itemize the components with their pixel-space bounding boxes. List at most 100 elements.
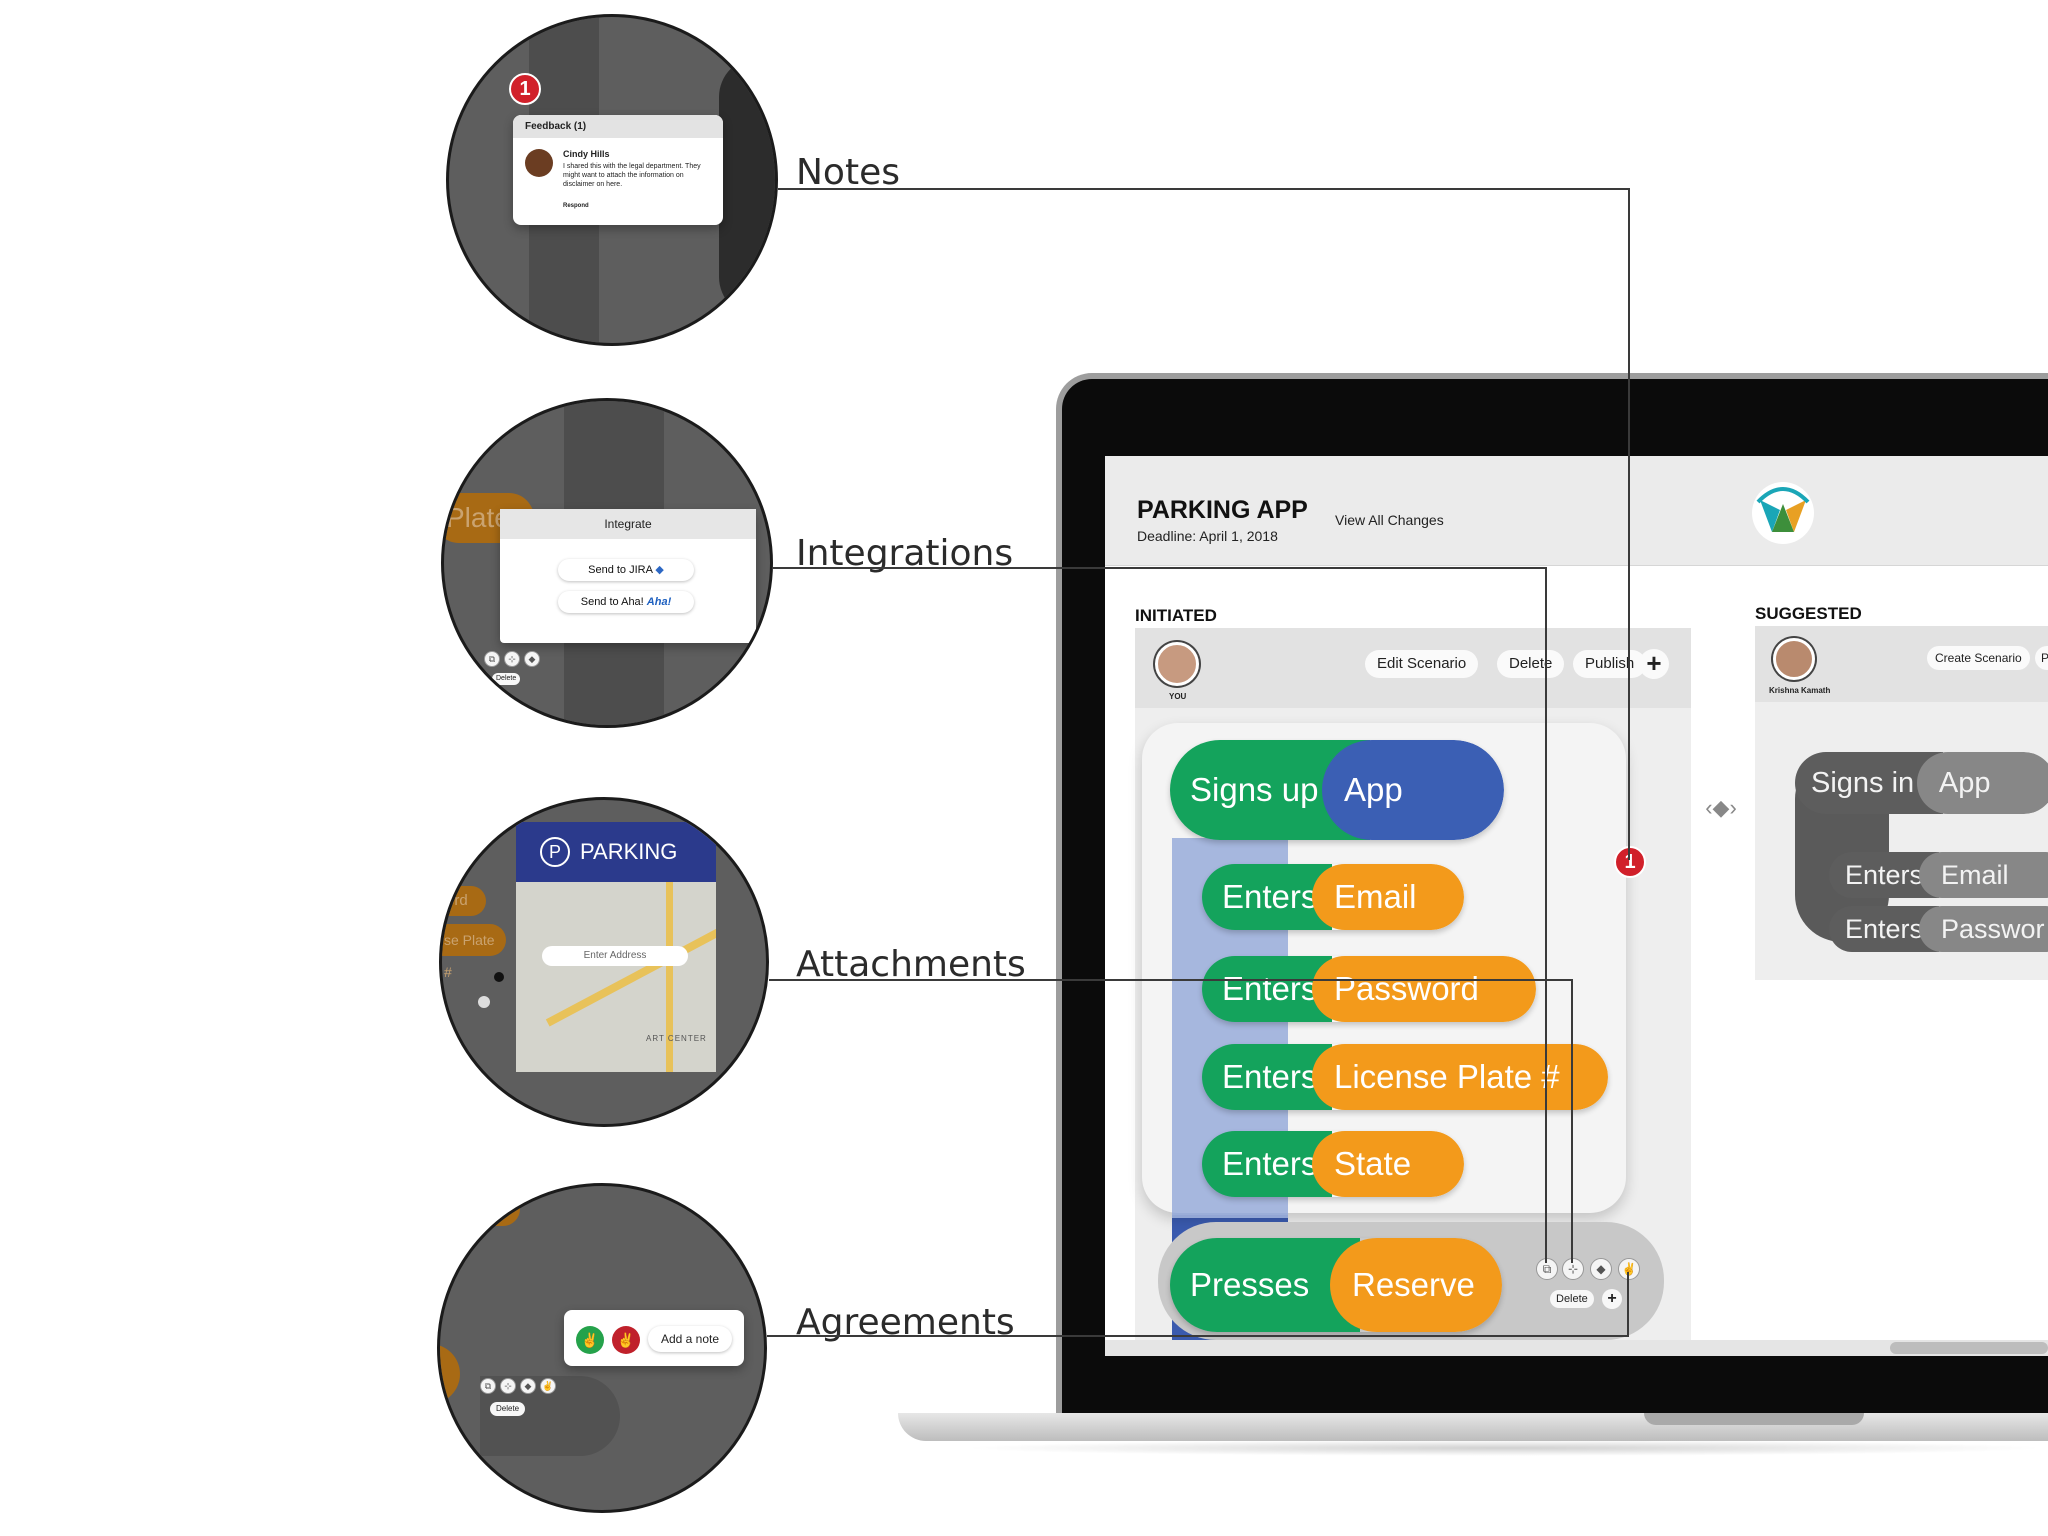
scenario-step[interactable]: Enters Email (1202, 864, 1464, 930)
leader-line-notes (778, 188, 1630, 190)
send-to-aha-label: Send to Aha! (580, 596, 644, 608)
publish-button[interactable]: Pu (2035, 646, 2048, 670)
attachment-icon[interactable]: ⊹ (1562, 1258, 1584, 1280)
step-object: Password (1312, 956, 1536, 1022)
aha-logo: Aha! (646, 596, 672, 608)
step-object: App (1322, 740, 1504, 840)
delete-button[interactable]: Delete (1497, 650, 1565, 678)
scenario-step[interactable]: Signs up App (1170, 740, 1504, 840)
map-road (666, 882, 673, 1072)
laptop-base (898, 1413, 2048, 1441)
add-button[interactable]: + (1639, 649, 1669, 679)
app-header: PARKING APP Deadline: April 1, 2018 View… (1105, 456, 2048, 566)
leader-line-attachments (769, 979, 1573, 981)
horizontal-scrollbar[interactable] (1105, 1340, 2048, 1356)
scenario-step[interactable]: Enters Password (1202, 956, 1536, 1022)
integrate-icon[interactable]: ◆ (1590, 1258, 1612, 1280)
leader-line-integrations (1545, 567, 1547, 1263)
step-object: Reserve (1330, 1238, 1502, 1332)
integrate-icon[interactable]: ◆ (520, 1378, 536, 1394)
map-app-title: PARKING (580, 839, 678, 864)
mini-toolbar: ⧉ ⊹ ◆ Delete (484, 651, 554, 701)
suggested-step[interactable]: Signs in App (1795, 752, 2048, 814)
scrollbar-thumb[interactable] (1890, 1342, 2048, 1354)
orange-pill-fragment: ord (442, 886, 486, 916)
leader-line-agreements (1627, 1272, 1629, 1337)
create-scenario-button[interactable]: Create Scenario (1927, 646, 2030, 670)
avatar (1773, 638, 1815, 680)
delete-button[interactable]: Delete (492, 673, 521, 685)
callout-label-notes: Notes (796, 152, 900, 193)
map-road (545, 925, 716, 1027)
agreement-icon[interactable]: ✌ (540, 1378, 556, 1394)
attachment-icon[interactable] (478, 996, 490, 1008)
step-object: Email (1312, 864, 1464, 930)
send-to-aha-button[interactable]: Send to Aha! Aha! (558, 591, 694, 613)
laptop-notch (1644, 1413, 1864, 1425)
connector-dot (494, 972, 504, 982)
step-object: Passwor (1919, 906, 2048, 952)
edit-scenario-button[interactable]: Edit Scenario (1365, 650, 1479, 678)
callout-label-attachments: Attachments (796, 944, 1026, 985)
step-verb: Enters (1202, 864, 1332, 930)
integrate-icon[interactable]: ◆ (524, 651, 540, 667)
feedback-popup: Feedback (1) Cindy Hills I shared this w… (513, 115, 723, 225)
leader-line-notes (1628, 188, 1630, 860)
add-button[interactable]: + (1602, 1289, 1622, 1309)
agreement-icon[interactable]: ✌ (1618, 1258, 1640, 1280)
step-verb: Enters (1202, 956, 1332, 1022)
orange-pill-fragment: se Plate # (442, 924, 506, 980)
notes-count-badge[interactable]: 1 (1614, 846, 1646, 878)
suggested-step[interactable]: Enters Passwor (1829, 906, 2048, 952)
address-input[interactable]: Enter Address (542, 946, 688, 966)
copy-icon[interactable]: ⧉ (480, 1378, 496, 1394)
scenario-step-selected[interactable]: Presses Reserve (1170, 1238, 1502, 1332)
step-object: License Plate # (1312, 1044, 1608, 1110)
respond-link[interactable]: Respond (563, 203, 589, 209)
scenario-step[interactable]: Enters State (1202, 1131, 1464, 1197)
avatar (1155, 642, 1199, 686)
attached-map-screenshot[interactable]: P PARKING Enter Address ART CENTER (516, 822, 716, 1072)
step-verb: Presses (1170, 1238, 1360, 1332)
commenter-name: Cindy Hills (563, 149, 610, 159)
publish-button[interactable]: Publish (1573, 650, 1647, 678)
agreements-callout-circle: # ✌ ✌ Add a note ⧉ ⊹ ◆ ✌ Delete (437, 1183, 767, 1513)
send-to-jira-label: Send to JIRA (588, 564, 653, 576)
add-note-button[interactable]: Add a note (648, 1326, 732, 1352)
compare-diamond-icon[interactable]: ‹◆› (1705, 795, 1737, 820)
suggested-step[interactable]: Enters Email (1829, 852, 2048, 898)
orange-pill-fragment (440, 1344, 460, 1404)
orange-pill-fragment: # (460, 1192, 520, 1226)
feedback-message: I shared this with the legal department.… (563, 163, 701, 188)
copy-icon[interactable]: ⧉ (1536, 1258, 1558, 1280)
map-area-label: ART CENTER (646, 1034, 707, 1043)
attachment-icon[interactable]: ⊹ (504, 651, 520, 667)
integrations-callout-circle: Plate Integrate Send to JIRA ◆ Send to A… (441, 398, 773, 728)
user-label: YOU (1169, 692, 1187, 701)
app-title: PARKING APP (1137, 496, 1308, 524)
leader-line-agreements (767, 1335, 1629, 1337)
initiated-heading: INITIATED (1135, 606, 1217, 625)
attachment-icon[interactable]: ⊹ (500, 1378, 516, 1394)
feedback-title: Feedback (1) (513, 115, 723, 138)
integrate-popup: Integrate Send to JIRA ◆ Send to Aha! Ah… (500, 509, 756, 643)
leader-line-attachments (1571, 979, 1573, 1263)
map-app-header: P PARKING (516, 822, 716, 882)
send-to-jira-button[interactable]: Send to JIRA ◆ (558, 559, 694, 581)
step-verb: Enters (1202, 1044, 1332, 1110)
suggested-heading: SUGGESTED (1755, 604, 1862, 623)
leader-line-integrations (773, 567, 1547, 569)
delete-button[interactable]: Delete (490, 1402, 526, 1416)
delete-button[interactable]: Delete (1550, 1290, 1594, 1308)
disagree-icon[interactable]: ✌ (612, 1326, 640, 1354)
circle-background-panel (719, 57, 775, 317)
notes-callout-circle: Feedback (1) Cindy Hills I shared this w… (446, 14, 778, 346)
view-all-changes-link[interactable]: View All Changes (1335, 512, 1444, 528)
app-logo (1752, 482, 1814, 544)
user-label: Krishna Kamath (1769, 686, 1831, 695)
scenario-step[interactable]: Enters License Plate # (1202, 1044, 1608, 1110)
copy-icon[interactable]: ⧉ (484, 651, 500, 667)
step-verb: Enters (1202, 1131, 1332, 1197)
agree-icon[interactable]: ✌ (576, 1326, 604, 1354)
step-object: State (1312, 1131, 1464, 1197)
